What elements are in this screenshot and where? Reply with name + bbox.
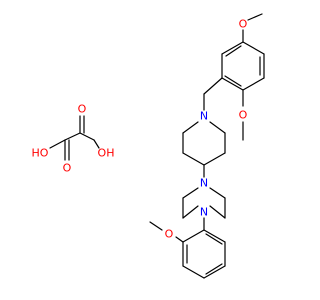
bond [64, 132, 81, 141]
bond [182, 121, 199, 134]
oxygen-label: O [78, 103, 87, 116]
nitrogen-label: N [200, 110, 208, 123]
bond [203, 152, 226, 166]
atom-labels: O O N N N O O O HO OH [32, 18, 248, 241]
nitrogen-label: N [200, 206, 208, 219]
bond [224, 75, 242, 87]
oxygen-label: O [239, 18, 248, 31]
bond [225, 45, 242, 57]
bond [182, 205, 199, 219]
bond [79, 132, 95, 141]
bond [203, 229, 226, 243]
bond [203, 265, 226, 279]
oxygen-label: O [165, 228, 174, 241]
bond [182, 187, 199, 199]
hydroxyl-label: OH [98, 147, 115, 160]
bond [209, 121, 226, 134]
structure-canvas: O O N N N O O O HO OH [31, 13, 265, 279]
bond [247, 13, 263, 21]
bond [221, 41, 244, 55]
molecule-drawing: O O N N N O O O HO OH [32, 13, 265, 279]
dimethoxyphenyl-ring [203, 13, 265, 141]
bond [182, 152, 205, 166]
oxygen-label: O [63, 162, 72, 175]
bond [175, 236, 184, 243]
bond [182, 229, 205, 243]
bond [203, 77, 223, 95]
hydroxyl-label: HO [32, 147, 49, 160]
bond [93, 139, 100, 149]
bond [242, 41, 265, 55]
piperidine-ring [182, 121, 226, 178]
bond [205, 233, 223, 245]
bond [209, 187, 226, 199]
bond [149, 221, 163, 231]
piperazine-ring [182, 187, 226, 231]
bond [182, 265, 205, 279]
bond [242, 77, 265, 91]
bond [49, 139, 66, 149]
nitrogen-label: N [200, 177, 208, 190]
methoxyphenyl-ring [149, 221, 226, 279]
bond [205, 263, 223, 275]
bond [209, 205, 226, 219]
oxalic-acid [49, 115, 100, 161]
oxygen-label: O [239, 109, 248, 122]
bond [221, 77, 244, 91]
